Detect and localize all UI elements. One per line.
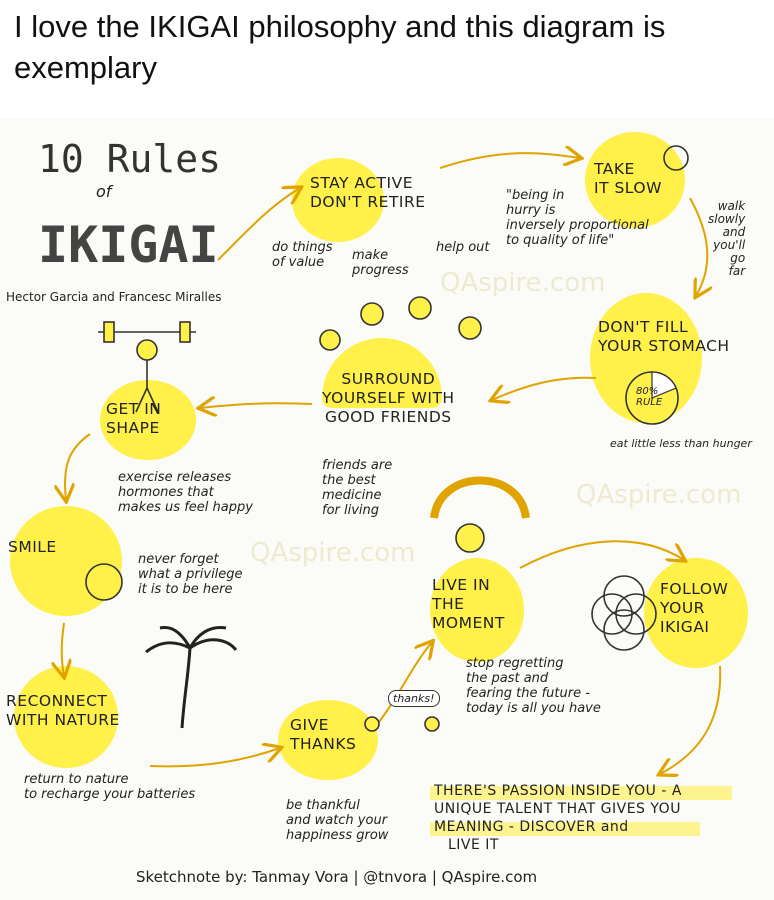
title-of: of [96,182,112,201]
rule-surround: SURROUND YOURSELF WITH GOOD FRIENDS [322,370,455,426]
post-caption: I love the IKIGAI philosophy and this di… [14,9,666,85]
meditating-person-doodle [455,523,485,553]
rule-live-moment: LIVE IN THE MOMENT [432,576,505,632]
thank-you-figures-doodle [364,716,440,732]
highlight-reconnect [14,666,118,768]
connector-arrows [0,145,732,836]
arrow-stay-active-to-take-slow [439,153,580,169]
palm-tree-doodle [145,626,238,729]
clock-doodle [663,145,689,171]
note-passion: THERE'S PASSION INSIDE YOU - A UNIQUE TA… [434,783,682,853]
rainbow-doodle [430,476,530,519]
highlight-follow-ikigai [644,558,748,668]
highlight-live-moment [430,558,524,662]
note-exercise: exercise releases hormones that makes us… [118,470,253,515]
arrow-give-thanks-to-live-moment [375,642,432,727]
ikigai-sketchnote: QAspire.com QAspire.com QAspire.com [0,118,774,900]
passion-highlight-2 [430,822,700,836]
rule-reconnect: RECONNECT WITH NATURE [6,692,120,729]
title-10-rules: 10 Rules [38,137,222,181]
smiling-face-doodle [85,563,123,601]
rule-give-thanks: GIVE THANKS [290,716,357,753]
passion-highlight [430,786,732,800]
sketchnote-credit: Sketchnote by: Tanmay Vora | @tnvora | Q… [136,868,538,886]
watermark-1: QAspire.com [440,268,606,298]
note-never-forget: never forget what a privilege it is to b… [138,552,243,597]
book-authors: Hector Garcia and Francesc Miralles [6,290,222,304]
note-80-rule: 80% RULE [636,386,663,408]
ikigai-venn-doodle [591,575,657,651]
arrow-get-in-shape-to-smile [65,433,91,500]
watermark-2: QAspire.com [576,480,742,510]
highlight-give-thanks [278,700,378,780]
arrow-smile-to-reconnect [62,622,64,676]
note-walk-slowly: walk slowly and you'll go far [708,199,746,278]
note-make-progress: make progress [352,248,409,278]
rule-dont-fill: DON'T FILL YOUR STOMACH [598,318,730,355]
note-return-nature: return to nature to recharge your batter… [24,772,196,802]
rule-stay-active: STAY ACTIVE DON'T RETIRE [310,174,426,211]
rule-take-it-slow: TAKE IT SLOW [594,160,662,197]
watermark-3: QAspire.com [250,538,416,568]
arrow-reconnect-to-give-thanks [149,748,280,768]
highlight-stay-active [292,158,384,242]
note-stop-regretting: stop regretting the past and fearing the… [466,656,601,716]
title-ikigai: IKIGAI [38,216,219,274]
rule-get-in-shape: GET IN SHAPE [106,400,162,437]
arrow-surround-to-get-in-shape [200,403,313,408]
rule-follow-ikigai: FOLLOW YOUR IKIGAI [660,580,729,636]
highlight-get-in-shape [100,380,196,460]
rule-smile: SMILE [8,538,57,556]
note-hurry-quote: "being in hurry is inversely proportiona… [506,188,649,248]
note-thanks-bubble: thanks! [388,690,440,707]
note-help-out: help out [436,240,490,255]
note-eat-little: eat little less than hunger [610,437,752,450]
arrow-follow-to-passion [660,665,722,774]
arrow-take-slow-to-dont-fill [689,197,707,296]
note-friends: friends are the best medicine for living [322,458,393,518]
dumbbell-figure [98,321,196,413]
arrow-dont-fill-to-surround [492,376,597,400]
friends-doodle [319,296,482,351]
note-be-thankful: be thankful and watch your happiness gro… [286,798,389,843]
arrow-live-moment-to-follow [519,540,684,569]
note-do-things: do things of value [272,240,333,270]
arrow-title-to-stay-active [217,188,300,261]
